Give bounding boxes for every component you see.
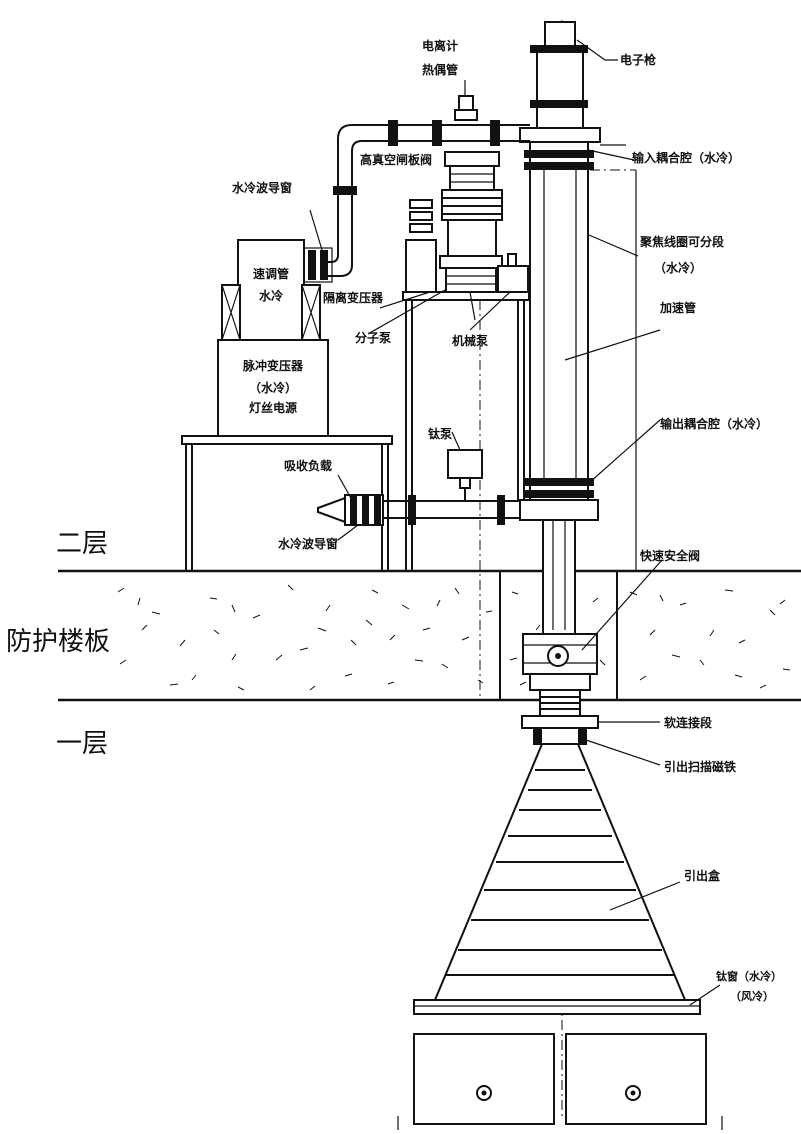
mechanical-pump [497, 253, 529, 293]
label-thermocouple-gauge: 热偶管 [422, 62, 458, 77]
electron-gun [530, 21, 588, 141]
conveyor-boxes [397, 1033, 723, 1130]
drift-tube [542, 511, 576, 643]
input-coupler-flange [519, 127, 601, 143]
label-mechanical-pump: 机械泵 [452, 333, 488, 348]
isolation-transformer [405, 199, 437, 293]
label-output-coupler: 输出耦合腔（水冷） [660, 416, 768, 431]
top-waveguide [320, 120, 530, 277]
circle-dot-icon [625, 1085, 641, 1101]
label-absorbing-load: 吸收负载 [284, 458, 332, 473]
soft-connection [521, 689, 599, 729]
label-ion-gauge: 电离计 [422, 38, 458, 53]
label-focus-coil-2: （水冷） [654, 260, 702, 275]
pulse-transformer [217, 339, 329, 437]
waveguide-window-top [301, 247, 333, 283]
circle-dot-icon [476, 1085, 492, 1101]
leader-lines [309, 39, 721, 1006]
ion-gauge [454, 95, 478, 121]
lower-waveguide [317, 494, 599, 526]
label-accelerator-tube: 加速管 [659, 300, 696, 315]
label-pulse-transformer-2: （水冷） [249, 380, 297, 395]
label-ti-window-1: 钛窗（水冷） [716, 969, 782, 983]
label-isolation-transformer: 隔离变压器 [323, 290, 384, 305]
label-klystron-1: 速调管 [253, 266, 289, 281]
label-first-floor: 一层 [56, 729, 108, 759]
label-ti-window-2: （风冷） [730, 989, 774, 1003]
ion-pump [447, 449, 483, 501]
fast-safety-valve [522, 633, 598, 691]
label-hv-gate-valve: 高真空闸板阀 [360, 152, 432, 167]
label-electron-gun: 电子枪 [620, 52, 656, 67]
molecular-pump [439, 189, 503, 293]
label-focus-coil-1: 聚焦线圈可分段 [639, 234, 725, 249]
label-extraction-box: 引出盒 [684, 868, 721, 883]
titanium-window [413, 999, 701, 1015]
label-pulse-transformer-3: 灯丝电源 [249, 400, 297, 415]
label-molecular-pump: 分子泵 [355, 330, 391, 345]
label-fast-safety-valve: 快速安全阀 [640, 548, 700, 563]
accelerator-tube [524, 141, 594, 513]
label-soft-connection: 软连接段 [664, 715, 713, 730]
scanning-magnet [533, 727, 587, 745]
label-input-coupler: 输入耦合腔（水冷） [632, 150, 740, 165]
label-ion-pump: 钛泵 [428, 426, 452, 441]
label-pulse-transformer-1: 脉冲变压器 [242, 358, 304, 373]
label-scanning-magnet: 引出扫描磁铁 [664, 759, 736, 774]
label-second-floor: 二层 [56, 529, 108, 559]
label-klystron-2: 水冷 [259, 288, 283, 303]
label-protective-floor: 防护楼板 [6, 627, 110, 657]
hv-gate-valve [444, 151, 500, 191]
extraction-box [433, 743, 687, 1001]
label-waveguide-window-bottom: 水冷波导窗 [278, 536, 338, 551]
label-waveguide-window-top: 水冷波导窗 [232, 180, 292, 195]
protective-floor-slab [58, 569, 801, 702]
